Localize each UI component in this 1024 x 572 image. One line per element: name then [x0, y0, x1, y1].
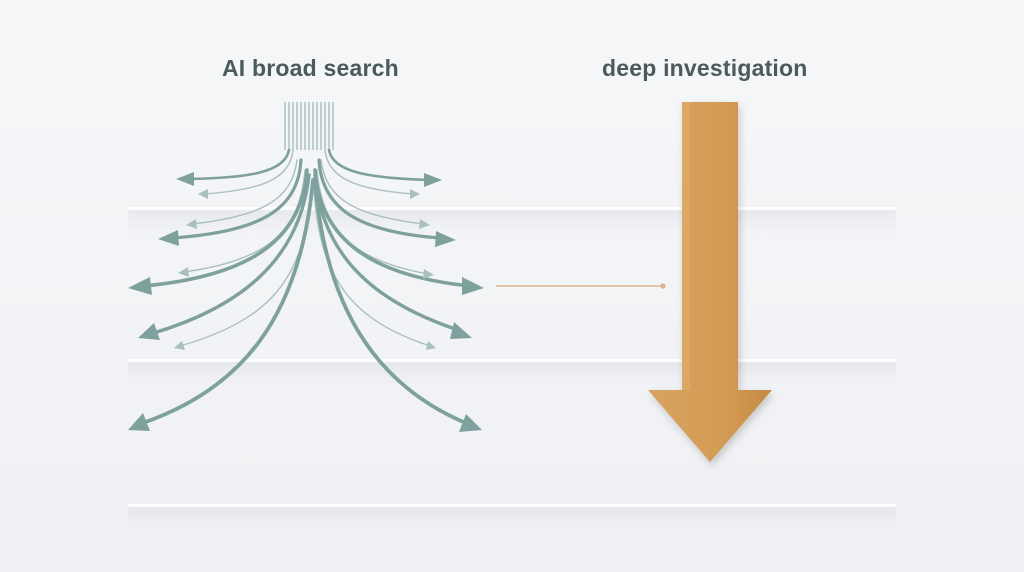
deep-arrow-highlight: [682, 102, 690, 390]
arrow-left-1: [186, 148, 291, 181]
arrow-left-9: [138, 178, 315, 426]
arrowhead-right-9: [459, 414, 482, 432]
arrow-right-9: [313, 178, 470, 426]
arrowhead-right-2: [410, 189, 420, 199]
connector: [496, 283, 666, 289]
band-line-3: [128, 504, 896, 506]
arrowhead-right-7: [450, 322, 472, 339]
fan-bundle: [284, 102, 334, 150]
left-arrows: [138, 148, 315, 426]
right-arrows: [313, 148, 472, 426]
arrowhead-left-3: [186, 219, 197, 229]
deep-arrow: [648, 102, 772, 462]
band-shadow-3: [128, 507, 896, 533]
deep-arrow-shape: [648, 102, 772, 462]
arrowhead-left-6: [128, 277, 152, 295]
arrowhead-left-4: [158, 230, 179, 246]
right-arrowheads: [410, 173, 484, 432]
arrow-left-5: [183, 169, 306, 273]
arrowhead-right-5: [423, 269, 434, 279]
arrowhead-right-4: [435, 231, 456, 247]
arrow-right-3: [320, 159, 425, 225]
band-line-1: [128, 207, 896, 209]
arrowhead-left-9: [128, 413, 150, 431]
arrowhead-right-1: [424, 173, 442, 187]
band-shadow-2: [128, 362, 896, 388]
arrowhead-right-3: [419, 219, 430, 229]
left-arrowheads: [128, 172, 208, 431]
arrowhead-left-8: [174, 341, 185, 350]
arrow-right-1: [327, 148, 430, 182]
arrowhead-left-1: [176, 172, 194, 186]
arrow-left-2: [203, 149, 294, 195]
deep-investigation-label: deep investigation: [602, 55, 808, 81]
arrow-right-4: [317, 158, 442, 240]
arrow-right-8: [313, 189, 431, 347]
band-line-2: [128, 359, 896, 361]
arrowhead-left-7: [138, 323, 160, 340]
connector-dot: [660, 283, 666, 289]
arrow-left-7: [148, 173, 311, 336]
arrowhead-right-8: [426, 341, 436, 350]
arrow-left-4: [170, 158, 303, 240]
arrow-left-3: [191, 159, 298, 225]
arrow-left-6: [142, 168, 309, 288]
broad-search-label: AI broad search: [222, 55, 399, 81]
arrowhead-left-5: [178, 267, 189, 277]
arrowhead-right-6: [462, 277, 484, 295]
arrow-right-2: [324, 149, 415, 195]
arrow-right-6: [313, 168, 472, 288]
arrow-right-7: [313, 173, 460, 332]
arrowhead-left-2: [198, 189, 208, 199]
